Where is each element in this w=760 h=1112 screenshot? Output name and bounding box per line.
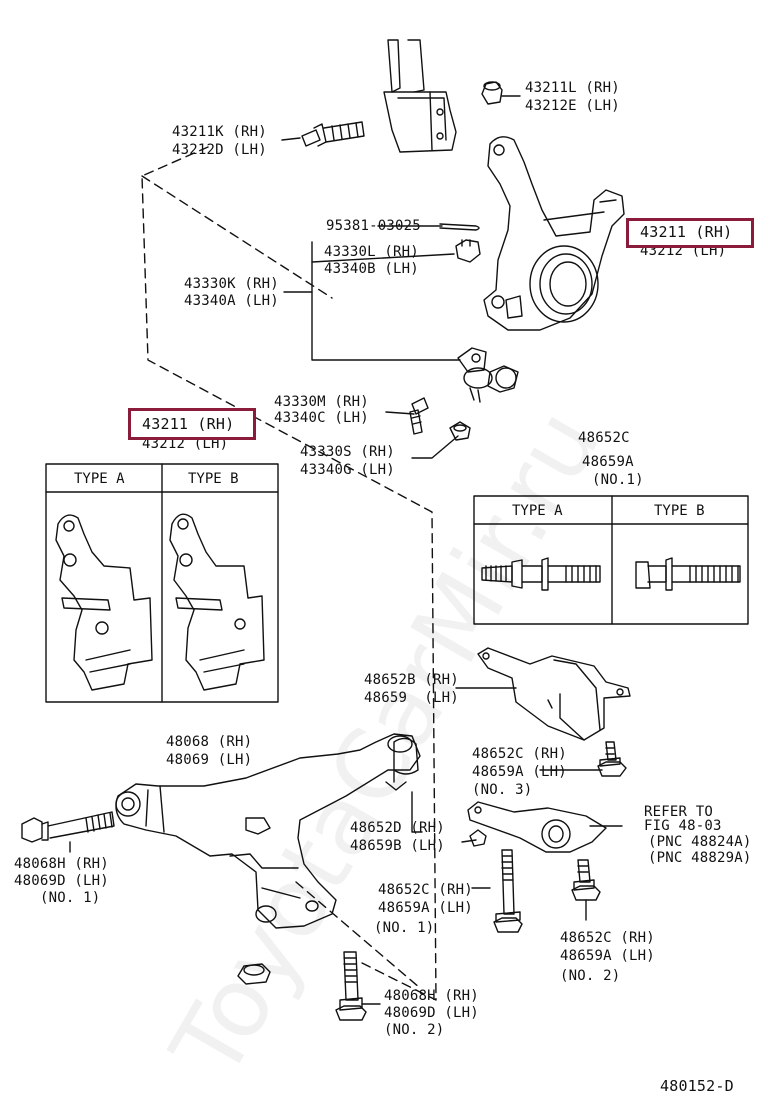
bolt-type-inset: [473, 495, 749, 625]
label-48652C-no3[interactable]: 48652C (RH): [472, 746, 567, 762]
label-43211K[interactable]: 43211K (RH): [172, 124, 267, 140]
label-43212-left[interactable]: 43212 (LH): [142, 436, 229, 452]
knuckle-type-a-drawing[interactable]: [55, 514, 153, 691]
leader-lines: [69, 137, 623, 1005]
label-48659A-no1[interactable]: 48659A (LH): [378, 900, 473, 916]
highlight-43211-left: [128, 408, 256, 440]
cotter-pin-drawing[interactable]: [439, 223, 480, 231]
label-48068H-bottom[interactable]: 48068H (RH): [384, 988, 479, 1004]
strut-drawing[interactable]: [383, 39, 457, 153]
label-no1-center: (NO. 1): [374, 920, 435, 936]
label-43211-top[interactable]: 43211 (RH): [640, 223, 733, 241]
nut-43211L-drawing[interactable]: [481, 81, 521, 105]
label-43340B[interactable]: 43340B (LH): [324, 261, 419, 277]
bolt-43330M-drawing[interactable]: [409, 397, 429, 435]
bolt-48652C-no3-drawing[interactable]: [597, 741, 627, 777]
label-43340G[interactable]: 43340G (LH): [300, 462, 395, 478]
steering-knuckle-drawing[interactable]: [483, 136, 625, 331]
bolt-48068H-left-drawing[interactable]: [21, 811, 115, 843]
inset-bolt-type-a: TYPE A: [512, 503, 563, 519]
label-43330K[interactable]: 43330K (RH): [184, 276, 279, 292]
label-48659[interactable]: 48659 (LH): [364, 690, 459, 706]
bolt-43211K-drawing[interactable]: [301, 121, 365, 147]
dashed-guide: [141, 175, 333, 299]
label-pnc-48829A: (PNC 48829A): [648, 850, 752, 866]
inset-knuckle-type-a: TYPE A: [74, 471, 125, 487]
label-48069D-left[interactable]: 48069D (LH): [14, 873, 109, 889]
dashed-assembly-outline: [141, 146, 437, 1001]
lower-control-arm-drawing[interactable]: [115, 733, 421, 929]
bracket-rear-drawing[interactable]: [467, 801, 607, 853]
label-48659A-no2[interactable]: 48659A (LH): [560, 948, 655, 964]
label-48068[interactable]: 48068 (RH): [166, 734, 253, 750]
label-48652D[interactable]: 48652D (RH): [350, 820, 445, 836]
label-43340A[interactable]: 43340A (LH): [184, 293, 279, 309]
label-no2-right: (NO. 2): [560, 968, 621, 984]
label-pnc-48824A: (PNC 48824A): [648, 834, 752, 850]
label-43330M[interactable]: 43330M (RH): [274, 394, 369, 410]
label-no3: (NO. 3): [472, 782, 533, 798]
inset-bolt-type-b: TYPE B: [654, 503, 705, 519]
ball-joint-drawing[interactable]: [457, 347, 519, 403]
label-43340C[interactable]: 43340C (LH): [274, 410, 369, 426]
bolt-48652C-no2-drawing[interactable]: [571, 859, 601, 901]
label-48069[interactable]: 48069 (LH): [166, 752, 253, 768]
label-43211-left[interactable]: 43211 (RH): [142, 415, 235, 433]
dashed-guide-lower: [295, 881, 421, 989]
bushing-washer-drawing[interactable]: [237, 963, 271, 985]
label-48652C-no2[interactable]: 48652C (RH): [560, 930, 655, 946]
label-43330S[interactable]: 43330S (RH): [300, 444, 395, 460]
bolt-48068H-bottom-drawing[interactable]: [335, 951, 367, 1021]
label-48652C-top[interactable]: 48652C: [578, 430, 630, 446]
label-95381[interactable]: 95381-03025: [326, 218, 421, 234]
label-48659A-no3[interactable]: 48659A (LH): [472, 764, 567, 780]
label-no2-bottom: (NO. 2): [384, 1022, 445, 1038]
bolt-type-b-drawing[interactable]: [635, 557, 741, 591]
bolt-type-a-drawing[interactable]: [481, 557, 601, 591]
label-refer-to[interactable]: REFER TO: [644, 804, 714, 820]
highlight-43211-top: [626, 218, 754, 248]
label-no1-left: (NO. 1): [40, 890, 101, 906]
label-fig-48-03[interactable]: FIG 48-03: [644, 818, 722, 834]
nut-48652D-drawing[interactable]: [469, 829, 487, 847]
bracket-48652B-drawing[interactable]: [477, 647, 631, 741]
nut-43330S-drawing[interactable]: [449, 421, 471, 441]
label-48652C-no1[interactable]: 48652C (RH): [378, 882, 473, 898]
knuckle-type-b-drawing[interactable]: [169, 513, 265, 691]
label-43211L[interactable]: 43211L (RH): [525, 80, 620, 96]
label-48652B[interactable]: 48652B (RH): [364, 672, 459, 688]
inset-knuckle-type-b: TYPE B: [188, 471, 239, 487]
knuckle-type-inset: [45, 463, 279, 703]
label-43330L[interactable]: 43330L (RH): [324, 244, 419, 260]
label-48659A-top[interactable]: 48659A: [582, 454, 634, 470]
label-43212E[interactable]: 43212E (LH): [525, 98, 620, 114]
bolt-48652C-no1-drawing[interactable]: [493, 849, 523, 933]
label-48069D-bottom[interactable]: 48069D (LH): [384, 1005, 479, 1021]
label-48068H-left[interactable]: 48068H (RH): [14, 856, 109, 872]
label-no1-top: (NO.1): [592, 472, 644, 488]
label-48659B[interactable]: 48659B (LH): [350, 838, 445, 854]
label-43212D[interactable]: 43212D (LH): [172, 142, 267, 158]
figure-code: 480152-D: [660, 1077, 734, 1095]
castle-nut-drawing[interactable]: [455, 239, 481, 263]
